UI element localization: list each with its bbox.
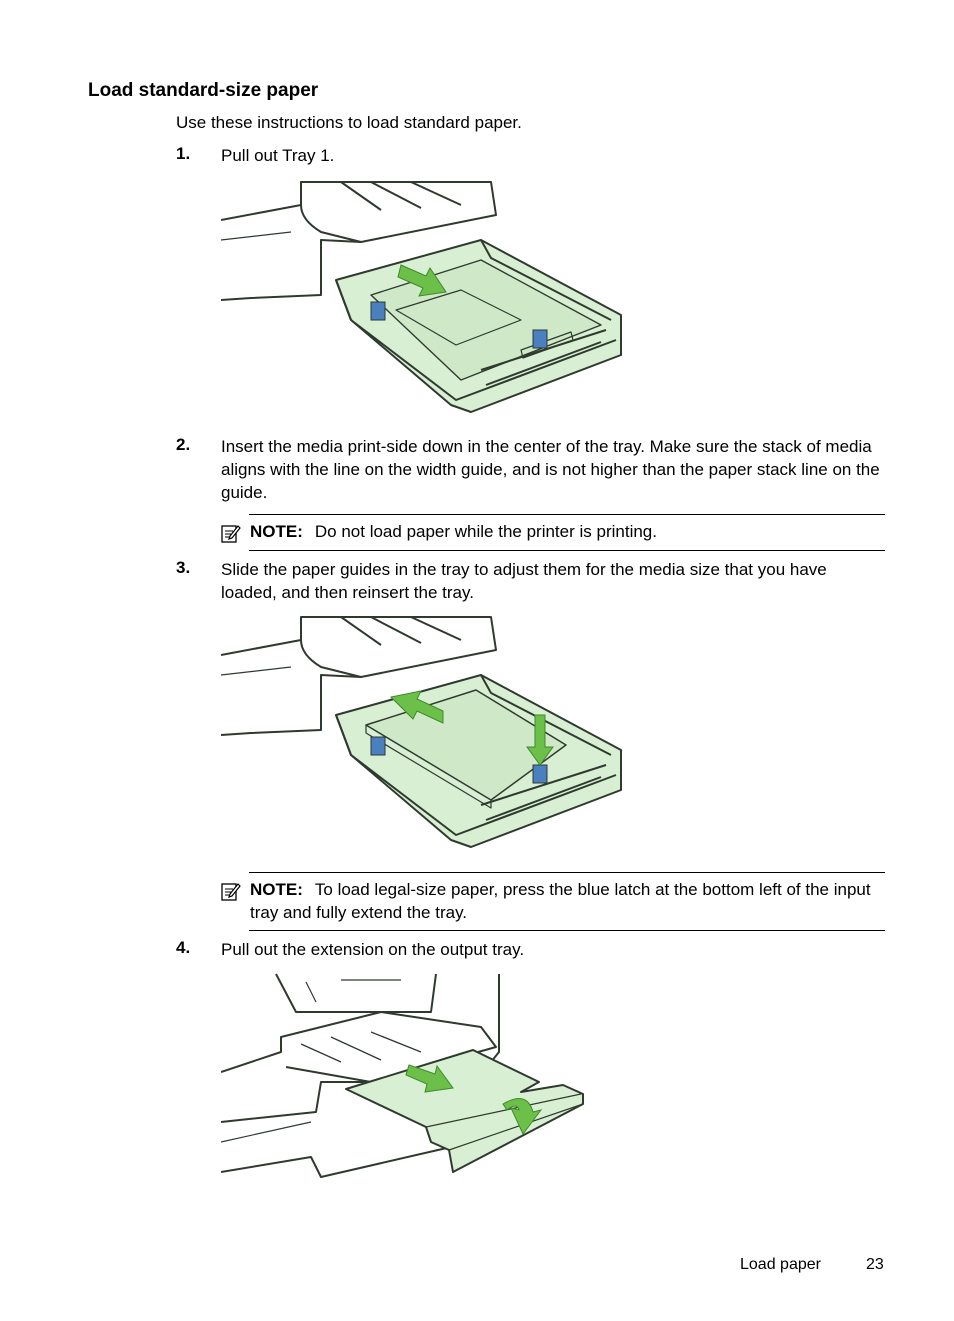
- footer-page-number: 23: [866, 1256, 884, 1273]
- note-1-top-rule: [249, 514, 885, 515]
- step-2-number: 2.: [176, 435, 191, 454]
- note-1-label: NOTE:: [250, 522, 303, 541]
- step-3-number: 3.: [176, 558, 191, 577]
- step-1-text: Pull out Tray 1.: [221, 146, 335, 165]
- note-2-top-rule: [249, 872, 885, 873]
- note-icon: [221, 881, 241, 901]
- note-2: NOTE:To load legal-size paper, press the…: [221, 878, 885, 926]
- note-1-bottom-rule: [249, 550, 885, 551]
- note-1: NOTE: Do not load paper while the printer…: [221, 520, 885, 544]
- figure-output-tray-extension: [221, 972, 591, 1182]
- step-4-text: Pull out the extension on the output tra…: [221, 940, 525, 959]
- footer-section-label: Load paper: [740, 1256, 821, 1273]
- intro-text: Use these instructions to load standard …: [176, 113, 522, 132]
- note-icon: [221, 523, 241, 543]
- section-heading: Load standard-size paper: [88, 80, 319, 101]
- note-2-label: NOTE:: [250, 880, 303, 899]
- note-1-text: Do not load paper while the printer is p…: [314, 522, 657, 541]
- figure-pull-out-tray: [221, 180, 633, 415]
- step-4-number: 4.: [176, 938, 191, 957]
- step-3-text: Slide the paper guides in the tray to ad…: [221, 560, 827, 602]
- note-2-bottom-rule: [249, 930, 885, 931]
- step-1-number: 1.: [176, 144, 191, 163]
- note-2-text: To load legal-size paper, press the blue…: [250, 880, 871, 922]
- figure-adjust-guides: [221, 615, 633, 850]
- step-2-text: Insert the media print-side down in the …: [221, 437, 880, 502]
